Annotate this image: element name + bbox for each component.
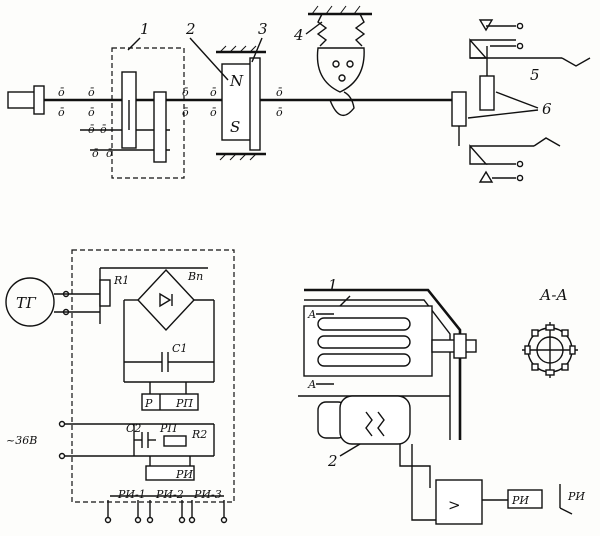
- callout-5: 5: [530, 66, 540, 84]
- svg-text:ō: ō: [88, 86, 95, 99]
- relay-ri: [145, 465, 195, 481]
- svg-text:ō: ō: [276, 86, 283, 99]
- slot-1: [317, 317, 411, 331]
- label-tg: ТГ: [16, 294, 37, 312]
- amplifier-symbol: >: [448, 496, 461, 514]
- diode-symbol: [159, 292, 172, 308]
- speed-sensor: А А 1 2 > РИ РИ А-А: [298, 276, 585, 525]
- drag-cup: [249, 57, 261, 151]
- control-circuit: ТГ R1 Вп С1 Р РП ~36В: [5, 249, 235, 524]
- label-r2: R2: [191, 428, 207, 441]
- label-ri: РИ: [175, 468, 193, 481]
- label-r1: R1: [113, 274, 129, 287]
- svg-text:ō: ō: [58, 86, 65, 99]
- callout-6: 6: [542, 100, 552, 118]
- label-vp: Вп: [187, 270, 203, 283]
- svg-text:ō: ō: [210, 86, 217, 99]
- tachogenerator: [5, 277, 55, 327]
- pickup-coil-housing: [339, 395, 411, 445]
- section-mark-a-top: А: [307, 308, 316, 321]
- label-c2: С2: [126, 422, 141, 435]
- callout-4: 4: [293, 26, 304, 44]
- coil-winding: [365, 411, 373, 437]
- callout-3: 3: [258, 20, 268, 38]
- nut: [453, 333, 467, 359]
- sensor-callout-2: 2: [327, 452, 338, 470]
- svg-text:ō: ō: [88, 106, 95, 119]
- contact-ri-1: РИ-1: [117, 488, 146, 501]
- pole-s: S: [230, 118, 240, 136]
- label-rp-contact: РП: [159, 422, 177, 435]
- contact-slider: [451, 91, 467, 127]
- label-p: Р: [144, 397, 153, 410]
- gear-small: [153, 91, 167, 163]
- centrifugal-weight: [308, 5, 372, 117]
- svg-text:ō: ō: [106, 147, 113, 160]
- svg-text:ō: ō: [182, 86, 189, 99]
- section-teeth: [524, 324, 576, 376]
- label-rp: РП: [175, 397, 193, 410]
- circuit-enclosure: [71, 249, 235, 503]
- resistor-r1: [99, 279, 111, 307]
- callout-1: 1: [140, 20, 150, 38]
- frame-hatching: [219, 45, 257, 161]
- label-c1: С1: [172, 342, 187, 355]
- relay-rp: [141, 393, 199, 411]
- section-title: А-А: [539, 286, 568, 304]
- housing-outer: [304, 288, 462, 440]
- relay-ri-box: [507, 489, 543, 509]
- contact-ri-2: РИ-2: [155, 488, 184, 501]
- svg-text:ō: ō: [210, 106, 217, 119]
- gearbox-outline: [111, 47, 185, 179]
- input-coupling: [33, 85, 45, 115]
- resistor-r2: [163, 435, 187, 447]
- label-voltage: ~36В: [6, 434, 37, 447]
- svg-text:ō: ō: [92, 147, 99, 160]
- slot-2: [317, 335, 411, 349]
- sensor-callout-1: 1: [328, 276, 338, 294]
- input-shaft-stub: [7, 91, 37, 109]
- callout-2: 2: [185, 20, 196, 38]
- pole-n: N: [229, 72, 244, 90]
- amplifier: [435, 479, 483, 525]
- rotating-magnet: [221, 63, 253, 141]
- svg-text:ō: ō: [58, 106, 65, 119]
- contact-ri-3: РИ-3: [193, 488, 222, 501]
- top-callouts: 1 2 3 4 5 6: [127, 20, 552, 118]
- rectifier-bridge: [137, 268, 195, 332]
- contact-slider-upper: [479, 75, 495, 111]
- label-ri-contact: РИ: [567, 490, 585, 503]
- section-mark-a-bottom: А: [307, 378, 316, 391]
- slot-3: [317, 353, 411, 367]
- svg-text:ō: ō: [182, 106, 189, 119]
- label-ri-box: РИ: [511, 494, 529, 507]
- housing-inner: [304, 299, 451, 440]
- contact-assembly: [451, 19, 591, 183]
- svg-text:ō: ō: [276, 106, 283, 119]
